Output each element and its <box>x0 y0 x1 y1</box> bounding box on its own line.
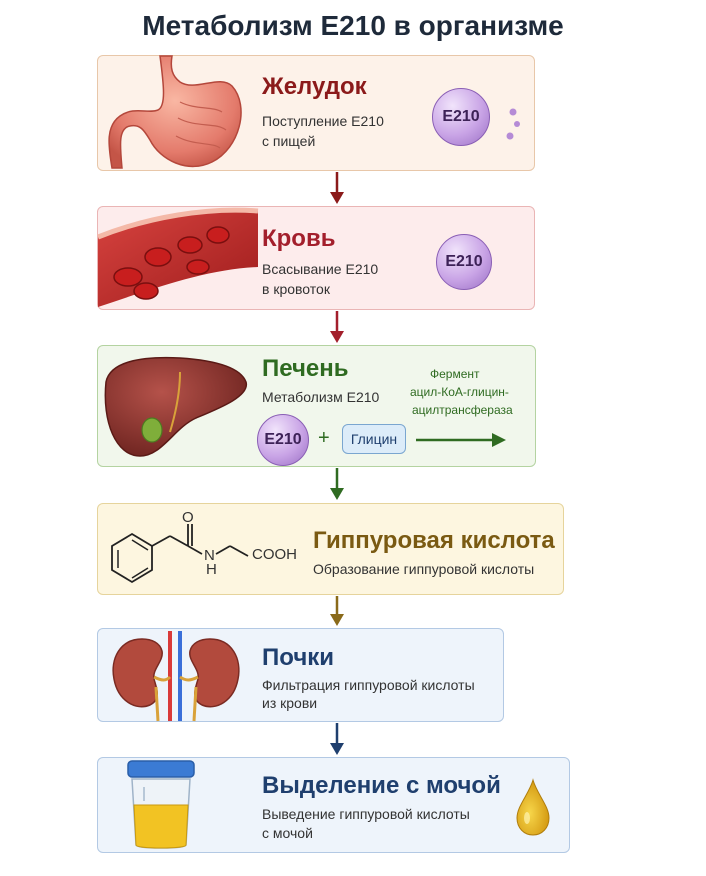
step-title: Гиппуровая кислота <box>313 527 555 554</box>
step-title: Почки <box>262 644 335 671</box>
flow-arrow <box>330 172 344 204</box>
e210-molecule-badge: E210 <box>432 88 490 146</box>
urine-container-icon <box>127 760 195 849</box>
flow-arrow <box>330 723 344 755</box>
step-description: Выведение гиппуровой кислоты <box>262 806 470 822</box>
atom-label: COOH <box>252 546 297 563</box>
atom-label: H <box>206 561 217 578</box>
enzyme-label: Фермент <box>430 367 480 381</box>
hippuric-acid-card <box>97 503 564 595</box>
blood-vessel-icon <box>97 207 259 307</box>
kidneys-icon <box>112 631 240 722</box>
e210-molecule-badge: E210 <box>257 414 309 466</box>
atom-label: O <box>182 509 194 526</box>
step-title: Печень <box>262 355 349 382</box>
benzene-structure-icon <box>111 524 249 584</box>
step-description: Поступление E210 <box>262 113 384 129</box>
kidneys-card <box>97 628 504 722</box>
glycine-box: Глицин <box>342 424 406 454</box>
step-description: в кровоток <box>262 281 330 297</box>
drop-icon <box>516 778 550 836</box>
step-description: с пищей <box>262 133 316 149</box>
flow-arrow <box>330 468 344 500</box>
liver-icon <box>104 356 247 457</box>
enzyme-label: ацил-КоА-глицин- <box>410 385 509 399</box>
step-title: Желудок <box>262 73 367 100</box>
page-title: Метаболизм E210 в организме <box>142 10 564 41</box>
step-title: Кровь <box>262 225 336 252</box>
stomach-icon <box>108 55 242 169</box>
reaction-arrow <box>416 433 506 447</box>
step-description: Образование гиппуровой кислоты <box>313 561 535 577</box>
step-description: Фильтрация гиппуровой кислоты <box>262 677 475 693</box>
flow-arrow <box>330 311 344 343</box>
step-description: Метаболизм E210 <box>262 389 380 405</box>
step-description: из крови <box>262 695 318 711</box>
plus-sign: + <box>318 427 330 449</box>
small-molecule-dots-icon <box>506 108 520 140</box>
e210-molecule-badge: E210 <box>436 234 492 290</box>
step-title: Выделение с мочой <box>262 772 501 799</box>
flow-arrow <box>330 596 344 626</box>
enzyme-label: ацилтрансфераза <box>412 403 513 417</box>
step-description: с мочой <box>262 825 313 841</box>
atom-label: N <box>204 547 215 564</box>
step-description: Всасывание E210 <box>262 261 379 277</box>
